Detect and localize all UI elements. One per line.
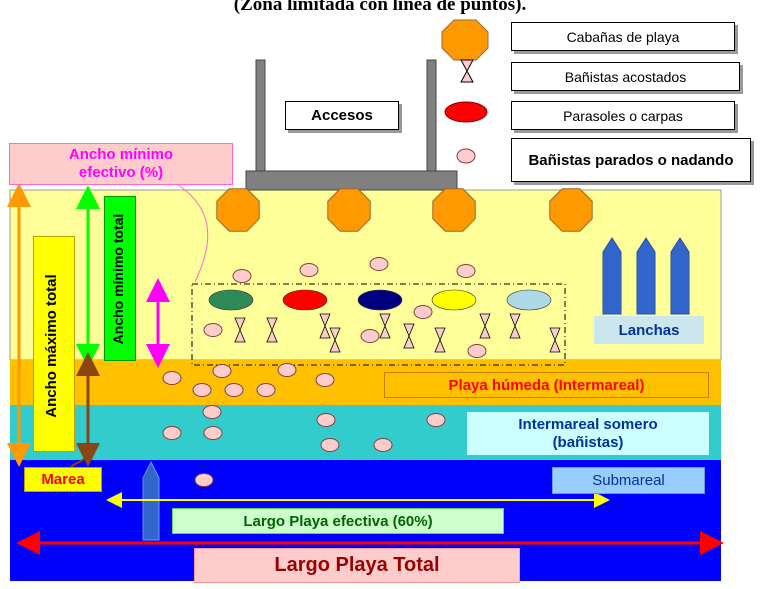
ancho-maximo-total-label: Ancho máximo total [43,274,60,418]
lying-bather-icon [319,313,331,339]
bather-icon [316,413,336,427]
bather-icon [456,264,476,278]
access-structure [245,59,458,191]
hut-icon [327,188,371,232]
legend-acostados: Bañistas acostados [511,62,740,91]
lying-bather-legend-icon [460,59,474,83]
intermareal-somero-label: Intermareal somero (bañistas) [467,412,709,455]
submareal-label: Submareal [552,467,705,494]
lying-bather-icon [379,313,391,339]
dotted-zone [191,283,566,366]
ancho-minimo-total-box [104,196,136,361]
bather-icon [413,305,433,319]
bather-icon [360,329,380,343]
umbrellas [208,289,552,311]
lying-bather-icon [266,317,278,343]
umbrella-icon [208,289,254,311]
hut-icon [549,188,593,232]
bather-icon [194,473,214,487]
lying-bather-icon [234,317,246,343]
bather-icon [202,405,222,419]
hut-icon [216,188,260,232]
ancho-minimo-efectivo-label: Ancho mínimo efectivo (%) [9,143,233,185]
bather-icon [369,257,389,271]
legend-parados: Bañistas parados o nadando [511,138,751,182]
umbrella-icon [282,289,328,311]
largo-efectiva-label: Largo Playa efectiva (60%) [172,508,504,534]
umbrella-icon [431,289,477,311]
page-title: (Zona limitada con línea de puntos). [233,0,527,15]
bather-icon [299,263,319,277]
beach-huts [216,188,593,232]
hut-legend-icon [441,19,489,61]
bather-icon [162,371,182,385]
lying-bather-icon [403,323,415,349]
umbrella-legend-icon [444,101,488,123]
efectivo-curve [169,179,209,283]
largo-total-label: Largo Playa Total [194,548,520,583]
bather-icon [277,363,297,377]
ancho-minimo-total-label: Ancho mínimo total [110,213,126,345]
hut-icon [432,188,476,232]
lying-bathers [234,313,561,353]
legend-parasoles: Parasoles o carpas [511,101,735,130]
accesos-label: Accesos [285,101,399,130]
umbrella-icon [357,289,403,311]
bather-icon [320,438,340,452]
lying-bather-icon [434,327,446,353]
bather-icon [232,269,252,283]
bather-icon [256,383,276,397]
umbrella-icon [506,289,552,311]
bather-icon [224,383,244,397]
bather-icon [315,373,335,387]
boats-icon [602,237,690,315]
bather-icon [467,344,487,358]
ancho-maximo-total-box [33,236,75,452]
lying-bather-icon [509,313,521,339]
bather-icon [203,323,223,337]
standing-bather-legend-icon [456,148,476,164]
playa-humeda-label: Playa húmeda (Intermareal) [384,372,709,398]
lying-bather-icon [549,327,561,353]
lying-bather-icon [329,327,341,353]
bather-icon [203,426,223,440]
bather-icon [162,426,182,440]
legend-cabanas: Cabañas de playa [511,22,735,51]
lanchas-label: Lanchas [594,316,704,344]
marea-label: Marea [24,467,102,492]
bather-icon [212,364,232,378]
lying-bather-icon [479,313,491,339]
bather-icon [192,383,212,397]
bather-icon [373,438,393,452]
standing-bathers [162,257,487,487]
bather-icon [426,413,446,427]
